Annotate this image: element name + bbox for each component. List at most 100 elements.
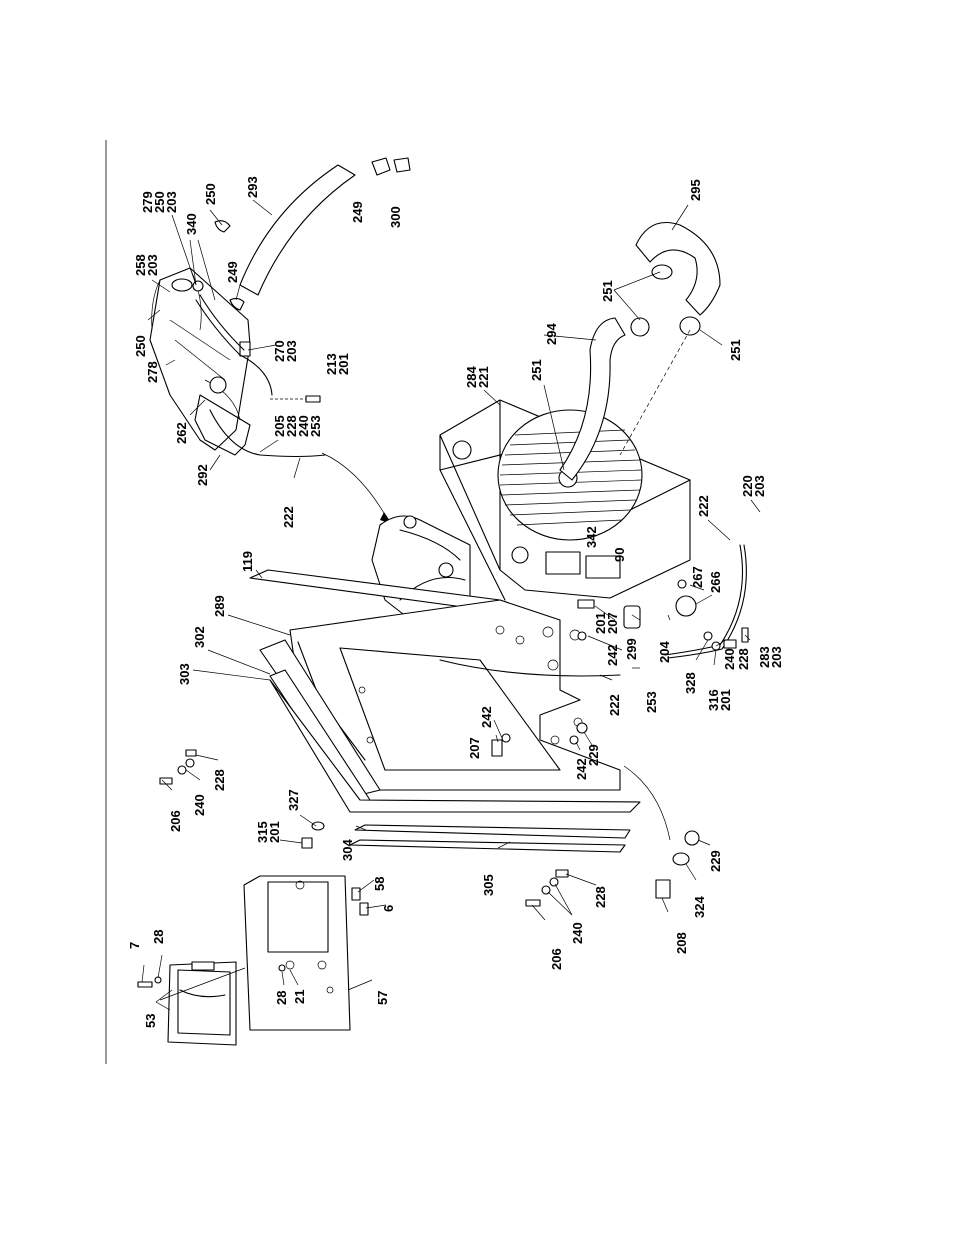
callout-304: 304	[340, 839, 355, 861]
callout-213: 213	[324, 353, 339, 375]
callout-267: 267	[690, 566, 705, 588]
callout-220: 220	[740, 475, 755, 497]
tank-fitting-top	[192, 280, 204, 292]
tank-hose-clamp	[239, 341, 251, 357]
callout-90: 90	[612, 548, 627, 562]
callout-240: 240	[296, 415, 311, 437]
hose-294	[559, 317, 626, 481]
callout-222: 222	[607, 694, 622, 716]
callout-284: 284	[464, 366, 479, 388]
callout-253: 253	[308, 415, 323, 437]
callout-249: 249	[350, 201, 365, 223]
bolt-206-a	[159, 777, 173, 785]
line-222-left	[439, 659, 621, 677]
callout-119: 119	[240, 551, 255, 572]
bolt-213	[305, 395, 321, 403]
callout-229: 229	[708, 850, 723, 872]
plate-266	[675, 595, 697, 617]
callout-242: 242	[574, 758, 589, 780]
screw-7	[137, 981, 153, 988]
tank-vent-tube	[195, 299, 273, 396]
hose-295	[635, 221, 721, 316]
bolt-201	[577, 599, 595, 609]
radiator-inlet	[452, 440, 472, 460]
callout-299: 299	[624, 638, 639, 660]
assembly-leader	[321, 452, 389, 521]
callout-251: 251	[728, 339, 743, 361]
callout-251: 251	[600, 280, 615, 302]
clamp-251-c	[679, 316, 701, 336]
callout-292: 292	[195, 464, 210, 486]
radiator-assembly	[439, 399, 691, 601]
mounting-plate-57	[243, 875, 351, 1031]
callout-203: 203	[164, 191, 179, 213]
frame-cutout	[339, 647, 561, 771]
fitting-300	[393, 157, 411, 173]
callout-305: 305	[481, 874, 496, 896]
callout-303: 303	[177, 663, 192, 685]
callout-283: 283	[757, 646, 772, 668]
bolt-208	[655, 879, 671, 899]
label-90	[585, 555, 621, 579]
callout-58: 58	[372, 877, 387, 891]
callout-21: 21	[292, 990, 307, 1004]
callout-266: 266	[708, 571, 723, 593]
tank-fitting-side	[209, 376, 227, 394]
callout-250: 250	[152, 191, 167, 213]
clamp-249b	[229, 297, 245, 311]
callout-250: 250	[133, 335, 148, 357]
callout-207: 207	[467, 737, 482, 759]
callout-57: 57	[375, 991, 390, 1005]
callout-207: 207	[605, 612, 620, 634]
callout-240: 240	[722, 648, 737, 670]
callout-228: 228	[593, 886, 608, 908]
label-342	[545, 551, 581, 575]
callout-324: 324	[692, 896, 707, 918]
callout-201: 201	[593, 612, 608, 634]
callout-203: 203	[145, 254, 160, 276]
bolt-207	[491, 739, 503, 757]
bar-304	[354, 824, 631, 839]
radiator-outlet	[511, 546, 529, 564]
callout-289: 289	[212, 595, 227, 617]
filter-299	[623, 605, 641, 629]
tank-bracket	[194, 394, 251, 456]
callout-203: 203	[769, 646, 784, 668]
bar-305	[349, 839, 626, 853]
callout-228: 228	[212, 769, 227, 791]
callout-208: 208	[674, 932, 689, 954]
callout-270: 270	[272, 340, 287, 362]
line-222-right	[664, 544, 744, 656]
washer-242	[577, 631, 587, 641]
callout-203: 203	[284, 340, 299, 362]
hose-293	[239, 164, 356, 296]
tank-overflow-line	[209, 409, 326, 458]
callout-206: 206	[168, 810, 183, 832]
callout-240: 240	[570, 922, 585, 944]
callout-258: 258	[133, 254, 148, 276]
control-box-53	[167, 961, 237, 1046]
callout-294: 294	[544, 323, 559, 345]
clamp-250	[214, 220, 231, 233]
callout-6: 6	[381, 905, 396, 912]
callout-229: 229	[586, 744, 601, 766]
callout-28: 28	[274, 991, 289, 1005]
washer-324	[672, 852, 690, 866]
callout-228: 228	[736, 648, 751, 670]
callout-300: 300	[388, 206, 403, 228]
callout-249: 249	[225, 261, 240, 283]
washer-267	[677, 579, 687, 589]
callout-203: 203	[752, 475, 767, 497]
callout-53: 53	[143, 1014, 158, 1028]
callout-340: 340	[184, 213, 199, 235]
callout-342: 342	[584, 526, 599, 548]
callout-262: 262	[174, 422, 189, 444]
callout-293: 293	[245, 176, 260, 198]
callout-251: 251	[529, 359, 544, 381]
clamp-251-b	[630, 317, 650, 337]
callout-316: 316	[706, 689, 721, 711]
callout-28: 28	[151, 930, 166, 944]
callout-201: 201	[718, 689, 733, 711]
callout-253: 253	[644, 691, 659, 713]
